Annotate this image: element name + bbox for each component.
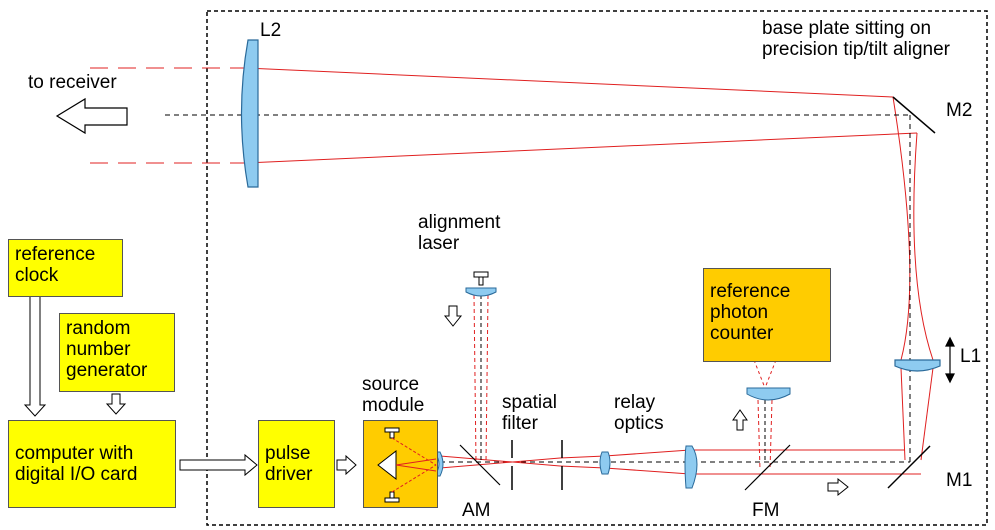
lens-counter — [746, 387, 791, 401]
m2-label: M2 — [946, 100, 973, 121]
fm-label: FM — [752, 500, 780, 521]
source-module-box — [363, 420, 438, 508]
reference-clock-box: reference clock — [8, 239, 123, 297]
l2-label: L2 — [260, 20, 282, 41]
base-plate-outline — [206, 10, 988, 526]
to-receiver-label: to receiver — [28, 72, 117, 93]
m1-label: M1 — [946, 470, 973, 491]
source-beam — [397, 294, 921, 475]
mirror-m1 — [887, 445, 931, 489]
optical-axis — [165, 114, 911, 463]
output-beam — [90, 67, 934, 461]
source-module-label: source module — [362, 374, 425, 416]
alignment-laser — [465, 271, 497, 297]
reference-photon-counter-box: reference photon counter — [703, 268, 831, 362]
to-receiver-arrow — [55, 97, 128, 135]
base-plate-label: base plate sitting on precision tip/tilt… — [762, 18, 950, 60]
mirror-m2 — [892, 96, 936, 134]
am-label: AM — [462, 500, 491, 521]
spatial-filter — [511, 440, 563, 490]
computer-box: computer with digital I/O card — [8, 420, 176, 508]
beam-direction-arrow — [827, 477, 849, 497]
relay-optics-label: relay optics — [614, 392, 664, 434]
l1-adjust-arrow — [945, 336, 955, 384]
lens-l2 — [240, 39, 259, 188]
random-number-generator-box: random number generator — [59, 313, 175, 392]
clock-to-computer-arrow — [23, 295, 47, 417]
alignment-laser-label: alignment laser — [418, 212, 501, 254]
mirror-fm — [744, 444, 791, 491]
alignment-axis — [480, 295, 766, 462]
spatial-filter-label: spatial filter — [502, 392, 557, 434]
driver-to-source-arrow — [336, 454, 357, 476]
computer-to-driver-arrow — [179, 453, 258, 477]
lens-collimator — [684, 445, 698, 489]
fm-up-arrow — [732, 409, 748, 431]
mirror-am — [459, 444, 501, 486]
lens-relay — [599, 451, 611, 475]
l1-label: L1 — [960, 346, 982, 367]
lens-l1 — [894, 359, 941, 372]
alignment-down-arrow — [443, 305, 463, 327]
lens-source — [432, 451, 444, 477]
rng-to-computer-arrow — [105, 393, 127, 415]
pulse-driver-box: pulse driver — [258, 420, 335, 508]
source-led-icon — [377, 427, 437, 503]
